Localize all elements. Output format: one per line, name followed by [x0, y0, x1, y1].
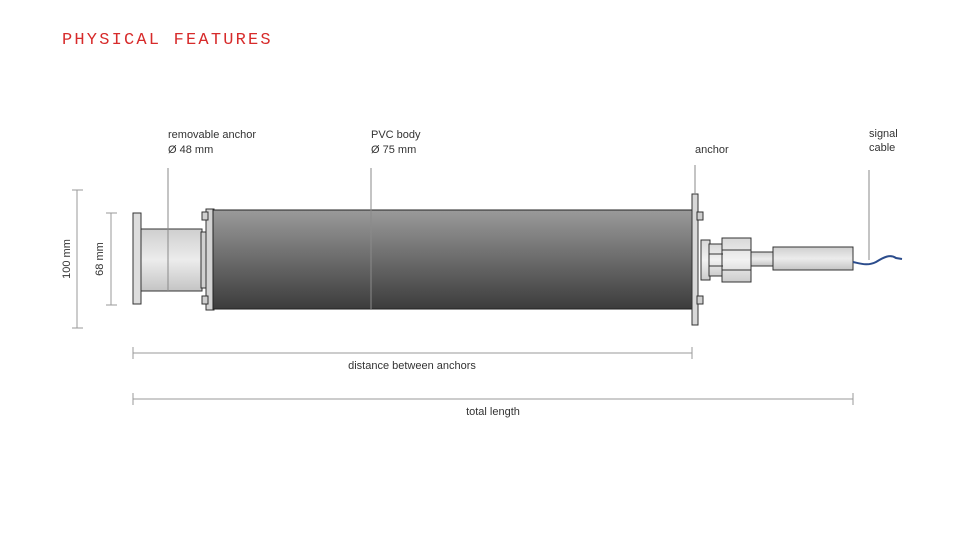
- distance-between-anchors-dimension: [132, 347, 693, 359]
- pvc-body: [201, 208, 693, 311]
- pvc-body-label: PVC body: [371, 129, 421, 141]
- inner-height-label: 68 mm: [94, 242, 106, 276]
- removable-anchor-label: removable anchor: [168, 129, 256, 141]
- cable-gland: [700, 237, 854, 283]
- leader-lines: [167, 165, 870, 309]
- signal-label: signal: [869, 128, 898, 140]
- distance-between-anchors-label: distance between anchors: [348, 360, 476, 372]
- outer-height-label: 100 mm: [61, 239, 73, 279]
- removable-anchor-dimension: Ø 48 mm: [168, 144, 213, 156]
- cable-label: cable: [869, 142, 895, 154]
- signal-cable: [852, 255, 903, 266]
- inner-height-dimension: [106, 212, 117, 306]
- pvc-body-dimension: Ø 75 mm: [371, 144, 416, 156]
- anchor-label: anchor: [695, 144, 729, 156]
- outer-height-dimension: [72, 189, 83, 329]
- page-title: PHYSICAL FEATURES: [62, 31, 273, 50]
- removable-anchor: [132, 212, 208, 305]
- total-length-label: total length: [466, 406, 520, 418]
- total-length-dimension: [132, 393, 854, 405]
